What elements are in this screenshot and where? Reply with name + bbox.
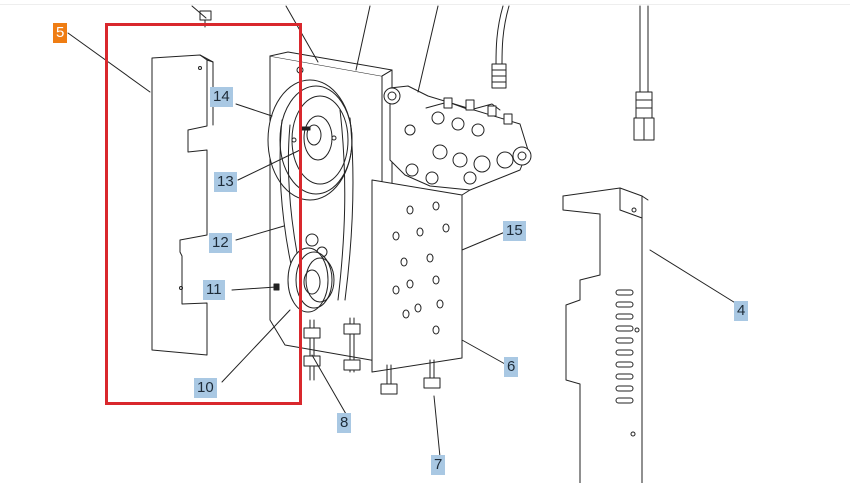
callout-14[interactable]: 14 bbox=[210, 87, 233, 107]
callout-6[interactable]: 6 bbox=[504, 357, 519, 377]
callout-8[interactable]: 8 bbox=[337, 413, 352, 433]
callout-12[interactable]: 12 bbox=[209, 233, 232, 253]
lower-pulley bbox=[287, 247, 335, 313]
callout-7[interactable]: 7 bbox=[431, 455, 446, 475]
hose-right bbox=[633, 5, 655, 141]
leader-lines bbox=[67, 5, 738, 458]
callout-4[interactable]: 4 bbox=[734, 301, 749, 321]
callout-13[interactable]: 13 bbox=[214, 172, 237, 192]
pump-plate bbox=[371, 179, 471, 373]
belt-guard-cover bbox=[151, 54, 214, 356]
top-divider bbox=[0, 4, 850, 5]
side-panel bbox=[562, 187, 649, 483]
mount-studs-left bbox=[303, 317, 361, 381]
callout-5[interactable]: 5 bbox=[53, 23, 68, 43]
callout-10[interactable]: 10 bbox=[194, 378, 217, 398]
callout-15[interactable]: 15 bbox=[503, 221, 526, 241]
callout-11[interactable]: 11 bbox=[203, 280, 225, 300]
pump-body bbox=[383, 85, 532, 191]
mount-studs-right bbox=[380, 359, 441, 395]
top-bolt bbox=[199, 10, 212, 28]
hose-center bbox=[491, 5, 510, 89]
